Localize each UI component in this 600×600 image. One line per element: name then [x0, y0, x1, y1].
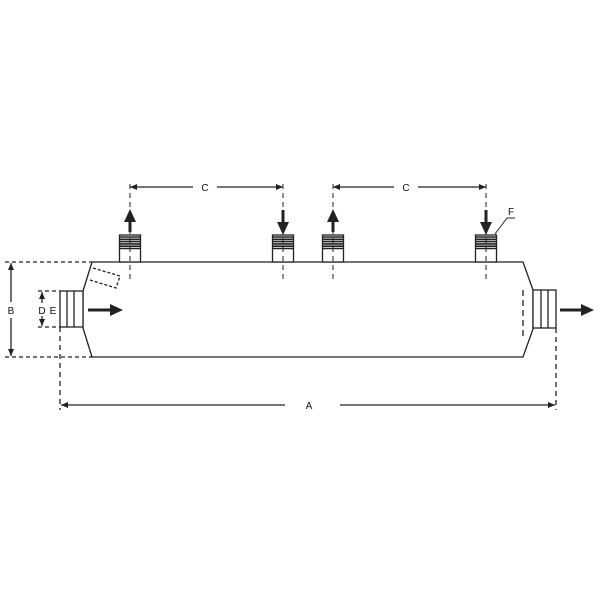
outlet-flow-arrow-icon	[560, 304, 594, 316]
flow-in-arrow-icon	[277, 210, 289, 235]
flow-out-arrow-icon	[327, 209, 339, 232]
label-d: D	[38, 306, 45, 317]
leader-f	[494, 217, 515, 235]
flow-in-arrow-icon	[480, 210, 492, 235]
label-b: B	[8, 306, 15, 317]
shell-body	[82, 261, 534, 358]
label-f: F	[508, 207, 514, 218]
shell-side-nozzle	[271, 184, 295, 280]
outlet-nozzle	[532, 289, 557, 329]
label-c-left: C	[201, 183, 208, 194]
dimension-a	[59, 327, 557, 410]
inlet-flow-arrow-icon	[88, 304, 123, 316]
label-a: A	[306, 401, 313, 412]
dimension-b	[5, 261, 92, 358]
shell-side-nozzle	[474, 184, 498, 280]
dimension-d	[38, 290, 60, 328]
flow-out-arrow-icon	[124, 209, 136, 232]
label-c-right: C	[402, 183, 409, 194]
label-e: E	[50, 306, 57, 317]
shell-side-nozzle	[118, 184, 142, 280]
inlet-nozzle	[59, 290, 84, 328]
shell-side-nozzle	[321, 184, 345, 280]
